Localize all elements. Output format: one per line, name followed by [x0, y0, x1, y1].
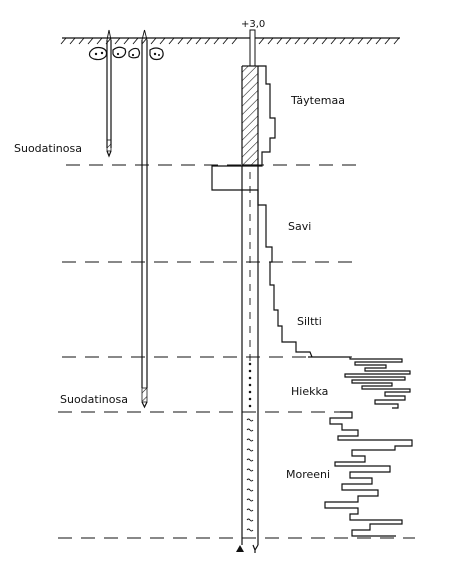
- filter-label-lower: Suodatinosa: [60, 393, 128, 406]
- core-dot: [248, 390, 252, 394]
- ground-hatch-tick: [123, 37, 130, 45]
- ground-hatch-tick: [96, 37, 103, 45]
- core-wave: [246, 468, 254, 472]
- ground-hatch-tick: [393, 37, 400, 45]
- ground-hatch-tick: [177, 37, 184, 45]
- core-wave: [246, 518, 254, 522]
- ground-hatch-tick: [348, 37, 355, 45]
- layer-label-silt: Siltti: [297, 315, 322, 328]
- core-wave: [246, 498, 254, 502]
- ground-hatch-tick: [321, 37, 328, 45]
- ground-hatch-tick: [258, 37, 265, 45]
- layer-label-till: Moreeni: [286, 468, 330, 481]
- layer-label-sand: Hiekka: [291, 385, 328, 398]
- sounding-profile: [211, 65, 413, 537]
- ground-hatch-tick: [213, 37, 220, 45]
- ground-hatch-tick: [294, 37, 301, 45]
- ground-hatch-tick: [312, 37, 319, 45]
- core-wave: [246, 428, 254, 432]
- core-wave: [246, 488, 254, 492]
- ground-hatch-tick: [186, 37, 193, 45]
- layer-label-fill: Täytemaa: [290, 94, 345, 107]
- ground-hatch-tick: [384, 37, 391, 45]
- core-wave: [246, 478, 254, 482]
- ground-hatch-tick: [366, 37, 373, 45]
- ground-hatch-tick: [159, 37, 166, 45]
- ground-hatch-tick: [357, 37, 364, 45]
- core-wave: [246, 508, 254, 512]
- ground-hatch-tick: [231, 37, 238, 45]
- layer-label-clay: Savi: [288, 220, 311, 233]
- ground-hatch-tick: [195, 37, 202, 45]
- ground-hatch-tick: [204, 37, 211, 45]
- ground-hatch-tick: [78, 37, 85, 45]
- ground-hatch-tick: [330, 37, 337, 45]
- ground-hatch-tick: [60, 37, 67, 45]
- core-wave: [246, 458, 254, 462]
- observation-tube-short: [106, 29, 112, 158]
- ground-hatch-tick: [141, 37, 148, 45]
- core-dot: [248, 369, 252, 373]
- layer-boundaries: [58, 164, 415, 539]
- ground-hatch-tick: [339, 37, 346, 45]
- core-wave: [246, 528, 254, 532]
- core-wave: [246, 448, 254, 452]
- ground-surface: [60, 37, 400, 45]
- ground-hatch-tick: [375, 37, 382, 45]
- ground-hatch-tick: [168, 37, 175, 45]
- core-dot: [248, 404, 252, 408]
- ground-hatch-tick: [69, 37, 76, 45]
- ground-hatch-tick: [114, 37, 121, 45]
- observation-tube-long: [141, 29, 148, 409]
- ground-hatch-tick: [150, 37, 157, 45]
- core-wave: [246, 438, 254, 442]
- ground-hatch-tick: [87, 37, 94, 45]
- core-dot: [248, 397, 252, 401]
- ground-hatch-tick: [222, 37, 229, 45]
- ground-hatch-tick: [285, 37, 292, 45]
- main-borehole: [236, 29, 259, 553]
- ground-hatch-tick: [267, 37, 274, 45]
- ground-hatch-tick: [276, 37, 283, 45]
- elevation-label: +3,0: [241, 19, 265, 30]
- core-dot: [248, 383, 252, 387]
- ground-hatch-tick: [132, 37, 139, 45]
- core-dot: [248, 376, 252, 380]
- surface-stones: [88, 46, 164, 61]
- filter-label-upper: Suodatinosa: [14, 142, 82, 155]
- ground-hatch-tick: [303, 37, 310, 45]
- core-dot: [248, 362, 252, 366]
- core-wave: [246, 418, 254, 422]
